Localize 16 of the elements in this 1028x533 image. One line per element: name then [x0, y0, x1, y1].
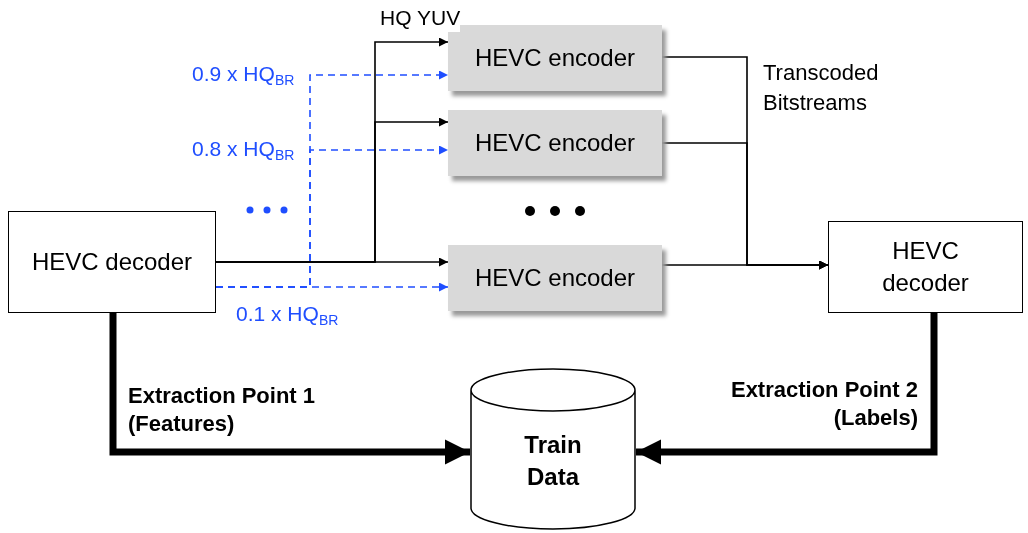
arrow: [661, 260, 829, 270]
node-text: Train Data: [523, 430, 583, 492]
database-cylinder: [470, 368, 636, 530]
node-text: HEVC encoder: [473, 128, 637, 158]
node-text: HEVC encoder: [473, 263, 637, 293]
dashed-arrow: [215, 282, 449, 292]
node-text: HEVC decoder: [30, 247, 194, 277]
node-text: HEVC encoder: [473, 43, 637, 73]
encoder-box: [448, 25, 662, 91]
decoder-box: [8, 211, 216, 313]
arrow: [215, 257, 449, 267]
annotation-text: Transcoded Bitstreams: [763, 59, 880, 117]
encoder-box: [448, 245, 662, 311]
encoder-box: [448, 110, 662, 176]
decoder-box: [828, 221, 1023, 313]
node-text: HEVC decoder: [881, 236, 970, 298]
